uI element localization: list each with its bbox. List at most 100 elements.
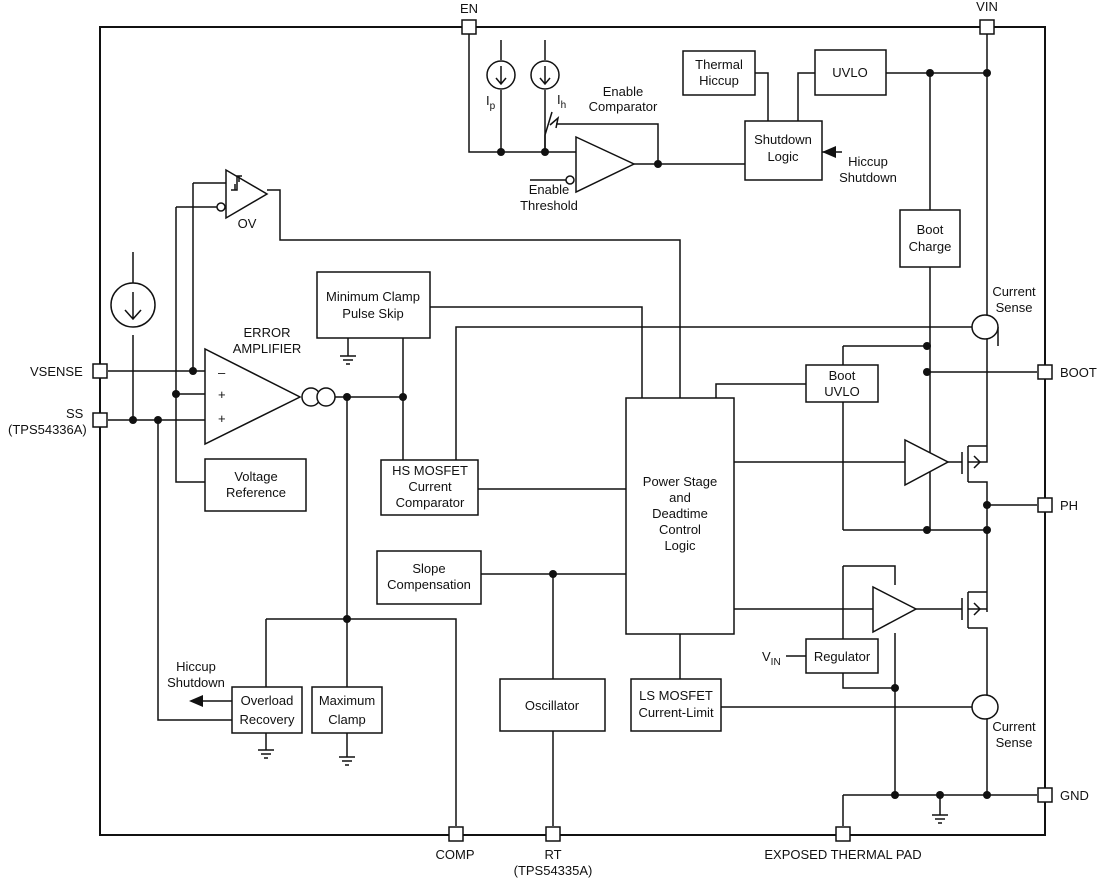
error-amplifier-label-1: ERROR <box>244 325 291 340</box>
boot-charge-block: Boot Charge <box>899 209 961 268</box>
hs-gate-driver <box>904 438 950 487</box>
pin-rt-label: RT <box>544 847 561 862</box>
enable-threshold-label-1: Enable <box>529 182 569 197</box>
ground-icon <box>340 355 356 365</box>
max-clamp-label-2: Clamp <box>328 712 366 727</box>
slope-comp-label-1: Slope <box>412 561 445 576</box>
pin-vin-label: VIN <box>976 0 998 14</box>
overload-recovery-block: Overload Recovery <box>231 686 303 734</box>
error-amplifier-label-2: AMPLIFIER <box>233 341 302 356</box>
hysteresis-icon <box>231 175 242 191</box>
power-stage-label-5: Logic <box>664 538 696 553</box>
voltage-reference-block: Voltage Reference <box>204 458 307 512</box>
boot-charge-label-2: Charge <box>909 239 952 254</box>
enable-comparator-label-1: Enable <box>603 84 643 99</box>
ls-current-limit-block: LS MOSFET Current-Limit <box>630 678 722 732</box>
ground-icon <box>339 756 355 766</box>
hiccup-shutdown-top-label-1: Hiccup <box>848 154 888 169</box>
min-clamp-label-1: Minimum Clamp <box>326 289 420 304</box>
boot-uvlo-label-1: Boot <box>829 368 856 383</box>
pin-ss-label: SS <box>66 406 84 421</box>
current-sense-bottom-label-1: Current <box>992 719 1036 734</box>
uvlo-label: UVLO <box>832 65 867 80</box>
boot-charge-label-1: Boot <box>917 222 944 237</box>
enable-threshold-label-2: Threshold <box>520 198 578 213</box>
boot-uvlo-block: Boot UVLO <box>805 364 879 403</box>
pin-boot <box>1037 364 1053 380</box>
pin-comp <box>448 826 464 842</box>
pin-vsense-label: VSENSE <box>30 364 83 379</box>
wiring <box>108 27 1037 826</box>
error-amp-minus: – <box>218 365 226 380</box>
hs-comparator-label-3: Comparator <box>396 495 465 510</box>
thermal-hiccup-label-1: Thermal <box>695 57 743 72</box>
power-stage-label-1: Power Stage <box>643 474 717 489</box>
power-stage-label-2: and <box>669 490 691 505</box>
pin-thermal-pad <box>835 826 851 842</box>
current-sense-top-label-2: Sense <box>996 300 1033 315</box>
current-sense-bottom-icon <box>971 694 999 720</box>
hs-comparator-block: HS MOSFET Current Comparator <box>380 459 479 516</box>
ss-current-source <box>110 252 156 328</box>
enable-comparator-label-2: Comparator <box>589 99 658 114</box>
ov-label: OV <box>238 216 257 231</box>
ls-current-limit-label-1: LS MOSFET <box>639 688 713 703</box>
pin-rt <box>545 826 561 842</box>
enable-comparator <box>565 135 636 194</box>
pin-gnd-label: GND <box>1060 788 1089 803</box>
power-stage-block: Power Stage and Deadtime Control Logic <box>625 397 735 635</box>
pin-boot-label: BOOT <box>1060 365 1097 380</box>
pin-en <box>461 19 477 35</box>
current-sense-top-label-1: Current <box>992 284 1036 299</box>
min-clamp-label-2: Pulse Skip <box>342 306 403 321</box>
shutdown-logic-block: Shutdown Logic <box>744 120 823 181</box>
error-amp-plus-2: + <box>218 411 226 426</box>
ip-label: Ip <box>486 93 496 112</box>
ih-label: Ih <box>557 92 566 111</box>
pin-thermal-pad-label: EXPOSED THERMAL PAD <box>764 847 921 862</box>
error-amplifier: – + + <box>204 347 336 446</box>
ih-current-source <box>530 60 560 90</box>
ls-mosfet-icon <box>973 602 982 616</box>
overload-recovery-label-1: Overload <box>241 693 294 708</box>
pin-ss-part-label: (TPS54336A) <box>8 422 87 437</box>
pin-ph-label: PH <box>1060 498 1078 513</box>
voltage-reference-label-1: Voltage <box>234 469 277 484</box>
error-amp-plus-1: + <box>218 387 226 402</box>
thermal-hiccup-block: Thermal Hiccup <box>682 50 756 96</box>
hiccup-shutdown-left-label-2: Shutdown <box>167 675 225 690</box>
vin-regulator-label: VIN <box>762 649 781 668</box>
regulator-block: Regulator <box>805 638 879 674</box>
junction-dots <box>129 69 991 799</box>
hs-comparator-label-2: Current <box>408 479 452 494</box>
slope-comp-block: Slope Compensation <box>376 550 482 605</box>
ground-icon <box>932 814 948 824</box>
ip-current-source <box>486 60 516 90</box>
pins <box>92 19 1053 842</box>
pin-vin <box>979 19 995 35</box>
max-clamp-block: Maximum Clamp <box>311 686 383 734</box>
boot-uvlo-label-2: UVLO <box>824 384 859 399</box>
ground-icon <box>258 749 274 759</box>
current-sense-bottom-label-2: Sense <box>996 735 1033 750</box>
overload-recovery-label-2: Recovery <box>240 712 295 727</box>
hiccup-shutdown-top-label-2: Shutdown <box>839 170 897 185</box>
current-sense-top-icon <box>971 314 999 340</box>
pin-en-label: EN <box>460 1 478 16</box>
pin-vsense <box>92 363 108 379</box>
power-stage-label-3: Deadtime <box>652 506 708 521</box>
shutdown-logic-label-1: Shutdown <box>754 132 812 147</box>
hs-mosfet-icon <box>973 455 982 469</box>
pin-gnd <box>1037 787 1053 803</box>
oscillator-block: Oscillator <box>499 678 606 732</box>
hiccup-shutdown-left-label-1: Hiccup <box>176 659 216 674</box>
device-boundary <box>99 26 1046 836</box>
pin-ss <box>92 412 108 428</box>
pin-rt-part-label: (TPS54335A) <box>514 863 593 878</box>
oscillator-label: Oscillator <box>525 698 580 713</box>
ls-gate-driver <box>872 585 918 634</box>
slope-comp-label-2: Compensation <box>387 577 471 592</box>
hs-comparator-label-1: HS MOSFET <box>392 463 468 478</box>
hiccup-input-arrow <box>822 146 836 158</box>
